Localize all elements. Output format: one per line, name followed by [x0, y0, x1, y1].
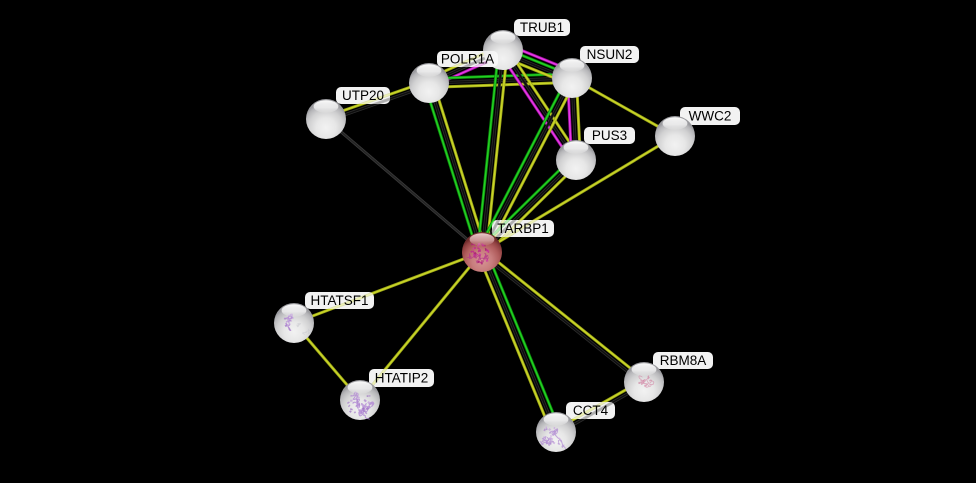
svg-text:HTATIP2: HTATIP2 [375, 371, 429, 386]
svg-text:CCT4: CCT4 [573, 403, 609, 418]
svg-text:NSUN2: NSUN2 [587, 47, 633, 62]
svg-text:HTATSF1: HTATSF1 [310, 293, 368, 308]
svg-text:TRUB1: TRUB1 [520, 20, 564, 35]
svg-text:RBM8A: RBM8A [660, 353, 707, 368]
svg-text:WWC2: WWC2 [689, 109, 732, 124]
svg-text:POLR1A: POLR1A [441, 52, 494, 67]
svg-text:TARBP1: TARBP1 [497, 221, 549, 236]
svg-text:UTP20: UTP20 [342, 88, 384, 103]
svg-text:PUS3: PUS3 [592, 128, 627, 143]
